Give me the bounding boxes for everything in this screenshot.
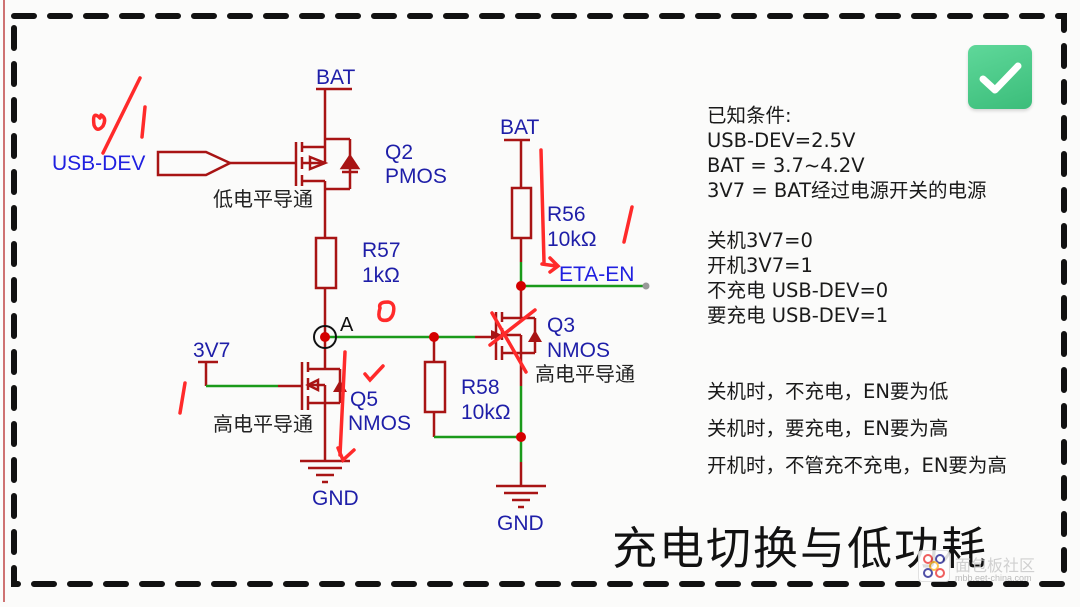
r58-value: 10kΩ	[461, 401, 511, 424]
net-label-gnd-q3: GND	[497, 512, 544, 535]
hand-check-q5	[363, 364, 385, 383]
node-a-marker	[313, 325, 337, 349]
watermark-text: 面包板社区	[955, 556, 1036, 575]
junction-node-a	[320, 332, 330, 342]
hand-one-eta	[622, 205, 634, 244]
condition-line: 3V7 = BAT经过电源开关的电源	[707, 179, 987, 202]
net-label-usb-dev: USB-DEV	[52, 152, 146, 175]
net-label-eta-en: ETA-EN	[559, 263, 635, 286]
r57-value: 1kΩ	[362, 264, 400, 287]
q5-note: 高电平导通	[213, 412, 313, 436]
watermark-url: mbb.eet-china.com	[955, 573, 1032, 583]
r58-ref: R58	[461, 376, 500, 399]
hand-arrow-r56	[539, 148, 546, 264]
condition-line: BAT = 3.7~4.2V	[707, 154, 865, 177]
hand-arrow-q5	[338, 350, 347, 457]
q3-ref: Q3	[547, 314, 576, 337]
junction	[429, 332, 439, 342]
hand-one-3v7	[178, 381, 187, 415]
q3-note: 高电平导通	[535, 362, 635, 386]
junction	[516, 432, 526, 442]
q3-body-diode	[528, 330, 542, 342]
handwritten-annotations	[91, 76, 634, 463]
hand-cross-q3-b	[488, 308, 537, 347]
rule-line: 开机时，不管充不充电，EN要为高	[707, 454, 1007, 477]
junction	[516, 281, 526, 291]
q2-body-diode	[343, 156, 358, 168]
hand-arrowhead-q5	[336, 446, 356, 463]
hand-zero-node-a	[377, 300, 396, 323]
watermark-logo-icon	[918, 550, 950, 582]
state-line: 要充电 USB-DEV=1	[707, 304, 889, 327]
q3-type: NMOS	[547, 339, 610, 362]
net-label-bat-r56: BAT	[500, 116, 540, 139]
r56-ref: R56	[547, 203, 586, 226]
hand-slash	[101, 76, 142, 155]
wires	[156, 87, 546, 509]
q2-type: PMOS	[385, 165, 447, 188]
q3-gate-arrow	[491, 330, 502, 340]
node-a-label: A	[340, 314, 354, 336]
hand-cross-q3-a	[490, 311, 528, 374]
state-line: 不充电 USB-DEV=0	[707, 279, 889, 302]
r56-value: 10kΩ	[547, 228, 597, 251]
state-line: 开机3V7=1	[707, 254, 813, 277]
hand-one-usb	[140, 105, 147, 139]
eta-en-terminal	[642, 282, 650, 290]
known-conditions-heading: 已知条件:	[707, 104, 792, 127]
hand-arrowhead-r56	[540, 256, 561, 274]
q2-ref: Q2	[385, 141, 414, 164]
condition-line: USB-DEV=2.5V	[707, 129, 856, 152]
r57-ref: R57	[362, 239, 401, 262]
net-label-bat-q2: BAT	[316, 66, 356, 89]
green-wires	[206, 262, 646, 462]
usb-dev-port-symbol	[156, 150, 233, 177]
rule-line: 关机时，不充电，EN要为低	[707, 380, 949, 403]
known-conditions: 已知条件: USB-DEV=2.5V BAT = 3.7~4.2V 3V7 = …	[707, 103, 987, 328]
checkmark-icon	[979, 62, 1022, 94]
net-label-3v7: 3V7	[193, 339, 231, 362]
state-line: 关机3V7=0	[707, 229, 813, 252]
q2-note: 低电平导通	[213, 187, 313, 211]
q5-type: NMOS	[348, 412, 411, 435]
checkbox-checked-icon	[968, 45, 1032, 109]
net-label-gnd-q5: GND	[312, 487, 359, 510]
q5-ref: Q5	[350, 388, 379, 411]
dashed-border	[11, 13, 1067, 587]
rule-line: 关机时，要充电，EN要为高	[707, 417, 949, 440]
hand-zero-usb	[91, 113, 107, 131]
enable-rules: 关机时，不充电，EN要为低 关机时，要充电，EN要为高 开机时，不管充不充电，E…	[707, 375, 1007, 486]
